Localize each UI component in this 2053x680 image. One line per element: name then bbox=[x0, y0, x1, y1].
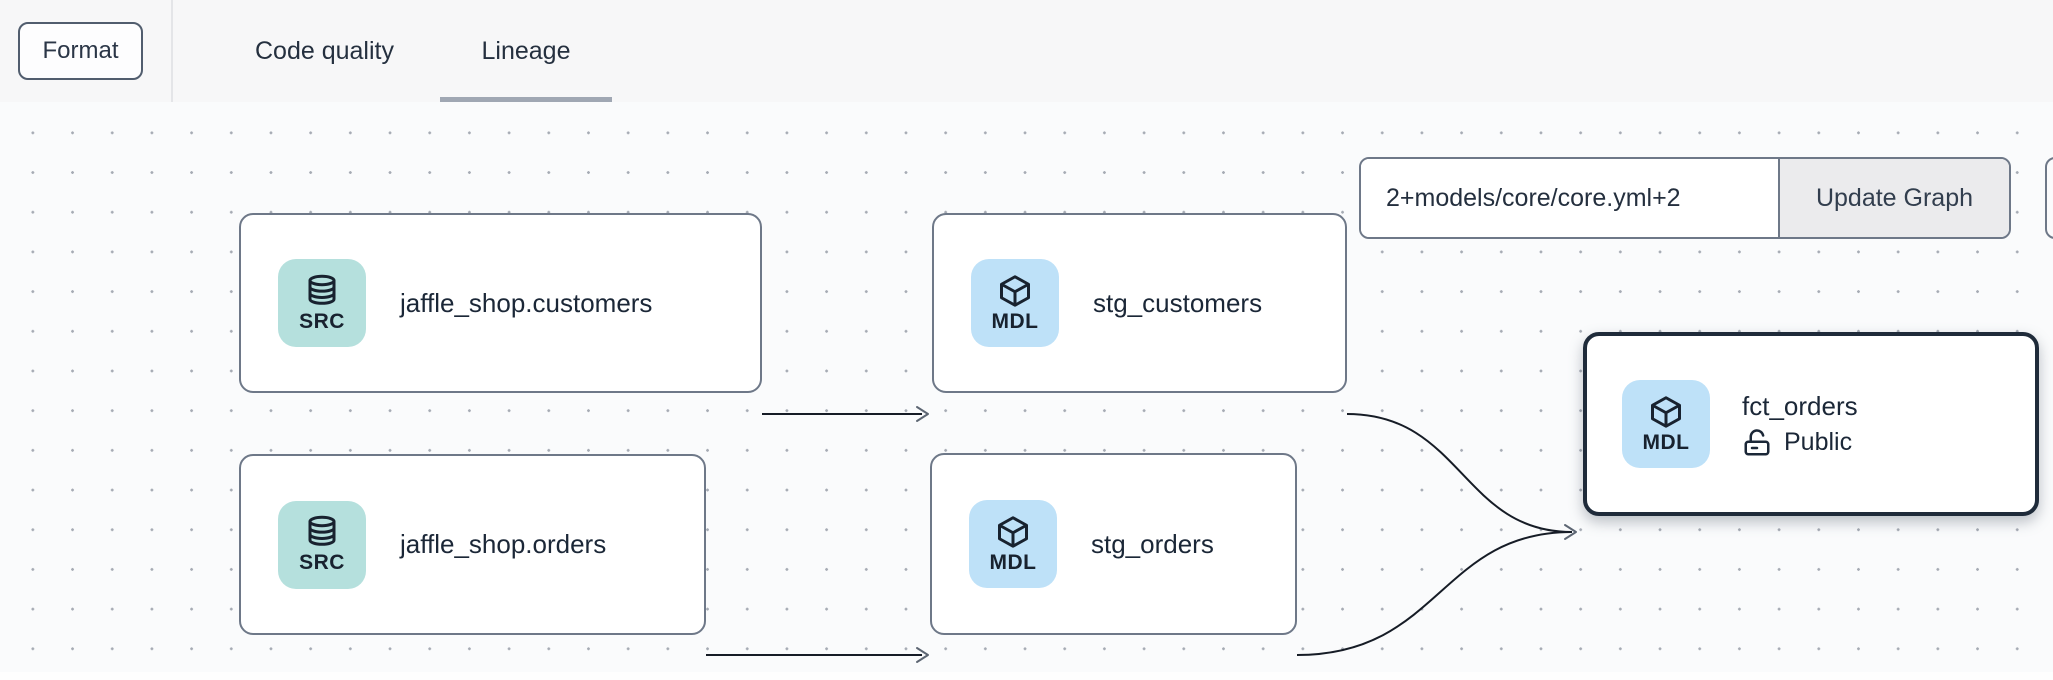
cube-icon bbox=[1651, 395, 1681, 428]
lineage-selector-input[interactable] bbox=[1361, 159, 1778, 237]
node-label: stg_orders bbox=[1091, 528, 1214, 559]
lineage-node-jaffle-shop-orders[interactable]: SRC jaffle_shop.orders bbox=[239, 454, 706, 635]
access-level-label: Public bbox=[1784, 428, 1853, 456]
node-label: stg_customers bbox=[1093, 287, 1263, 318]
badge-label: MDL bbox=[989, 550, 1037, 574]
node-label: jaffle_shop.customers bbox=[400, 287, 653, 318]
unlock-icon bbox=[1744, 428, 1770, 455]
lineage-node-fct-orders-selected[interactable]: MDL fct_orders Public bbox=[1583, 332, 2039, 516]
active-tab-underline bbox=[440, 97, 612, 102]
edge-stgcustomers-to-fct bbox=[1346, 413, 1573, 533]
node-label: fct_orders bbox=[1742, 390, 1858, 421]
tab-lineage[interactable]: Lineage bbox=[481, 36, 571, 65]
header-bar: Format Code quality Lineage bbox=[0, 0, 2053, 102]
badge-label: SRC bbox=[299, 551, 345, 574]
arrowhead-icon bbox=[1564, 524, 1577, 540]
node-label: jaffle_shop.orders bbox=[400, 529, 607, 559]
source-badge: SRC bbox=[278, 500, 366, 589]
database-icon bbox=[308, 274, 336, 305]
lineage-node-stg-orders[interactable]: MDL stg_orders bbox=[930, 453, 1297, 635]
clipped-edge-button[interactable] bbox=[2045, 157, 2053, 239]
database-icon bbox=[308, 515, 336, 546]
update-graph-button[interactable]: Update Graph bbox=[1778, 159, 2009, 237]
format-button[interactable]: Format bbox=[18, 22, 143, 80]
tab-code-quality[interactable]: Code quality bbox=[255, 36, 394, 65]
lineage-node-stg-customers[interactable]: MDL stg_customers bbox=[932, 213, 1347, 393]
badge-label: MDL bbox=[1642, 430, 1690, 454]
badge-label: MDL bbox=[991, 309, 1039, 333]
source-badge: SRC bbox=[278, 259, 366, 347]
model-badge: MDL bbox=[1622, 380, 1710, 468]
cube-icon bbox=[998, 515, 1028, 548]
bottom-strip bbox=[0, 672, 2053, 680]
arrowhead-icon bbox=[916, 647, 929, 663]
badge-label: SRC bbox=[299, 309, 345, 333]
cube-icon bbox=[1000, 274, 1030, 307]
lineage-node-jaffle-shop-customers[interactable]: SRC jaffle_shop.customers bbox=[239, 213, 762, 393]
model-badge: MDL bbox=[971, 259, 1059, 347]
arrowhead-icon bbox=[916, 406, 929, 422]
edge-stgorders-to-fct bbox=[1296, 531, 1573, 656]
lineage-filter-group: Update Graph bbox=[1359, 157, 2011, 239]
model-badge: MDL bbox=[969, 500, 1057, 588]
header-divider bbox=[171, 0, 173, 102]
